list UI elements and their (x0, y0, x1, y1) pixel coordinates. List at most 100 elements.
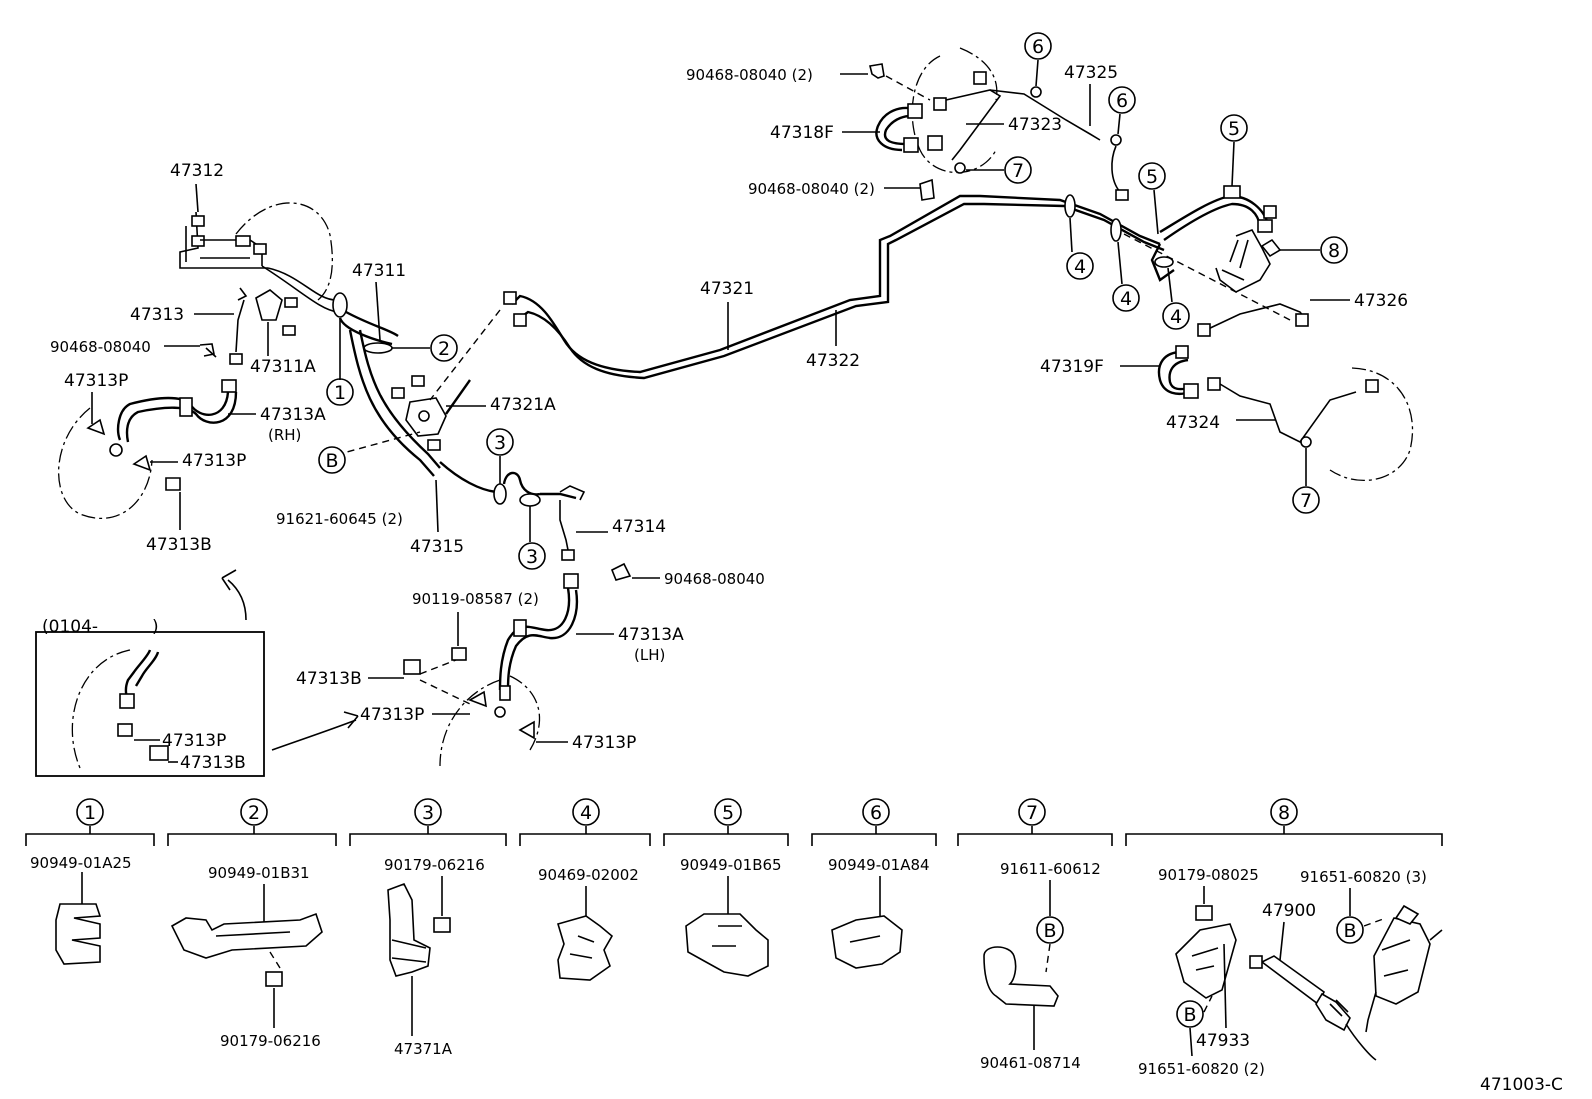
label-47313P-c: 47313P (360, 705, 424, 725)
label-47313B-c: 47313B (180, 753, 246, 773)
label-47311: 47311 (352, 261, 406, 281)
label-47313P-a: 47313P (64, 371, 128, 391)
callout-7a: 7 (1012, 160, 1024, 182)
clamp-col-4: 4 90469-02002 (519, 798, 651, 981)
label-47318F: 47318F (770, 123, 834, 143)
diagram-code: 471003-C (1480, 1075, 1563, 1095)
callout-5a: 5 (1146, 166, 1158, 188)
clamp-7-part-1: 90461-08714 (980, 1054, 1081, 1072)
label-47313A-lh: 47313A (618, 625, 684, 645)
clamp-3-part-1: 47371A (394, 1040, 453, 1058)
inset-arrow-up-head (221, 569, 237, 591)
clamp-col-6: 6 90949-01A84 (811, 798, 937, 969)
label-47326: 47326 (1354, 291, 1408, 311)
callout-3a: 3 (494, 432, 506, 454)
clamp-num-3: 3 (422, 802, 434, 824)
clamp-col-7: 7 91611-60612 B 90461-08714 (957, 798, 1113, 1072)
callout-4b: 4 (1120, 288, 1132, 310)
label-90119-08587: 90119-08587 (2) (412, 590, 539, 608)
label-47325: 47325 (1064, 63, 1118, 83)
clamp-7-part-0: 91611-60612 (1000, 860, 1101, 878)
label-47312: 47312 (170, 161, 224, 181)
callout-3b: 3 (526, 546, 538, 568)
rear-right-upper-bracket (1150, 185, 1282, 293)
clamp-num-6: 6 (870, 802, 882, 824)
rear-upper-area (869, 47, 1129, 201)
rear-lower-area (1157, 303, 1414, 482)
callout-7b: 7 (1300, 490, 1312, 512)
label-47313B-a: 47313B (146, 535, 212, 555)
master-cylinder-area (179, 202, 586, 561)
clamp-8-part-3: 47933 (1196, 1031, 1250, 1051)
callout-6a: 6 (1032, 36, 1044, 58)
front-rh-hose-assembly (57, 379, 238, 519)
label-90468-08040-c: 90468-08040 (2) (686, 66, 813, 84)
clamp-num-2: 2 (248, 802, 260, 824)
clamp-col-5: 5 90949-01B65 (663, 798, 789, 977)
clamp-col-8: 8 90179-08025 91651-60820 (3) B 47900 47… (1125, 798, 1443, 1078)
clamp-table: 1 90949-01A25 2 90949-01B31 90179-06216 (25, 798, 1443, 1078)
clamp-3-part-0: 90179-06216 (384, 856, 485, 874)
clamp-8-part-4: 91651-60820 (2) (1138, 1060, 1265, 1078)
label-47311A: 47311A (250, 357, 316, 377)
clamp-7-ref: B (1043, 920, 1056, 942)
callout-B-a: B (325, 450, 338, 472)
label-47323: 47323 (1008, 115, 1062, 135)
part-labels: 47312 47311 47313 90468-08040 47311A 473… (42, 63, 1408, 773)
inset-arrow-right-head (343, 711, 359, 729)
label-47321: 47321 (700, 279, 754, 299)
callout-6b: 6 (1116, 90, 1128, 112)
label-47313P-b: 47313P (182, 451, 246, 471)
callout-5b: 5 (1228, 118, 1240, 140)
clamp-4-part-0: 90469-02002 (538, 866, 639, 884)
label-47321A: 47321A (490, 395, 556, 415)
label-47322: 47322 (806, 351, 860, 371)
clamp-num-8: 8 (1278, 802, 1290, 824)
clamp-col-1: 1 90949-01A25 (25, 798, 155, 965)
label-47319F: 47319F (1040, 357, 1104, 377)
clamp-5-part-0: 90949-01B65 (680, 856, 782, 874)
label-90468-08040-a: 90468-08040 (50, 338, 151, 356)
clamp-num-1: 1 (84, 802, 96, 824)
callout-2: 2 (438, 338, 450, 360)
callout-1: 1 (334, 382, 346, 404)
label-47313A-rh: 47313A (260, 405, 326, 425)
callout-4c: 4 (1170, 306, 1182, 328)
label-47313: 47313 (130, 305, 184, 325)
inset-arrow-right (271, 719, 357, 751)
callouts: 1 2 3 3 B 4 4 4 5 5 6 6 7 (318, 32, 1348, 570)
label-90468-08040-b: 90468-08040 (664, 570, 765, 588)
clamp-num-4: 4 (580, 802, 592, 824)
main-rear-lines (335, 194, 1291, 456)
clamp-6-part-0: 90949-01A84 (828, 856, 930, 874)
front-lh-hose-assembly (403, 562, 632, 767)
clamp-8-part-1: 91651-60820 (3) (1300, 868, 1427, 886)
clamp-col-2: 2 90949-01B31 90179-06216 (167, 798, 337, 1050)
inset-range: (0104- (42, 617, 98, 637)
callout-8: 8 (1328, 240, 1340, 262)
callout-4a: 4 (1074, 256, 1086, 278)
clamp-2-part-0: 90949-01B31 (208, 864, 310, 882)
clamp-num-5: 5 (722, 802, 734, 824)
label-47314: 47314 (612, 517, 666, 537)
inset-box (35, 631, 265, 777)
inset-range-close: ) (152, 617, 159, 637)
clamp-col-3: 3 90179-06216 47371A (349, 798, 507, 1058)
inset-arrow-up (227, 579, 247, 621)
clamp-8-ref-0: B (1343, 920, 1356, 942)
label-47315: 47315 (410, 537, 464, 557)
clamp-8-part-0: 90179-08025 (1158, 866, 1259, 884)
clamp-2-part-1: 90179-06216 (220, 1032, 321, 1050)
label-90468-08040-d: 90468-08040 (2) (748, 180, 875, 198)
label-47313P-d: 47313P (572, 733, 636, 753)
label-lh: (LH) (634, 646, 665, 664)
clamp-8-ref-1: B (1183, 1004, 1196, 1026)
clamp-1-part-0: 90949-01A25 (30, 854, 132, 872)
label-rh: (RH) (268, 426, 301, 444)
label-47313P-e: 47313P (162, 731, 226, 751)
label-47313B-b: 47313B (296, 669, 362, 689)
clamp-num-7: 7 (1026, 802, 1038, 824)
clamp-8-part-2: 47900 (1262, 901, 1316, 921)
label-91621-60645: 91621-60645 (2) (276, 510, 403, 528)
